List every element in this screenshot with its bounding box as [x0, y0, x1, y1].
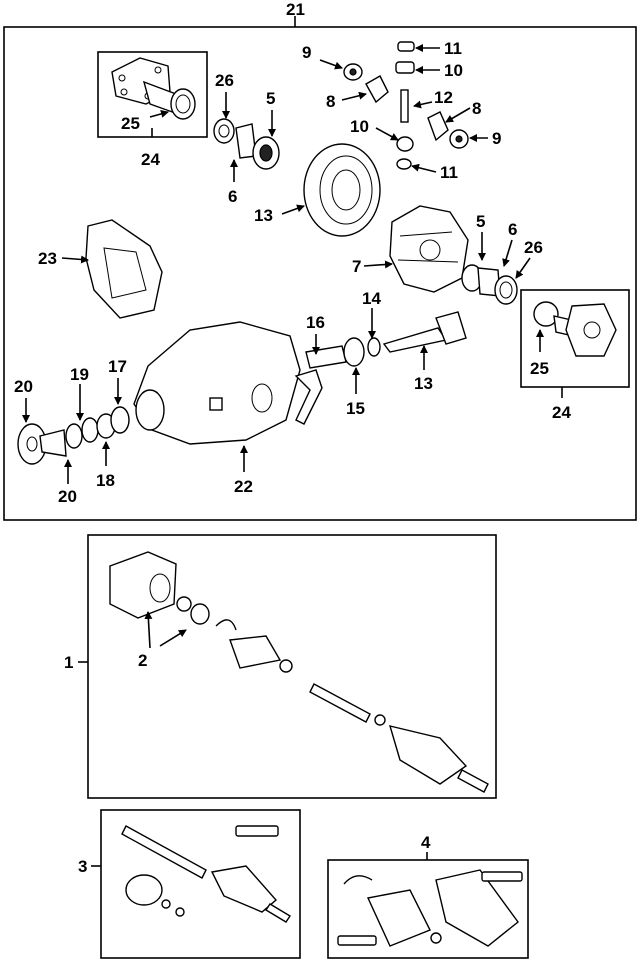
- callout-16: 16: [306, 313, 325, 332]
- differential-assembly-frame: [3, 26, 637, 521]
- callout-18: 18: [96, 471, 115, 490]
- callout-20-upper: 20: [14, 377, 33, 396]
- callout-15: 15: [346, 399, 365, 418]
- callout-11-upper: 11: [444, 39, 462, 58]
- carrier-cover: [85, 219, 163, 319]
- differential-case: [389, 205, 469, 293]
- callout-13-pinion: 13: [414, 374, 433, 393]
- carrier-housing: [133, 321, 301, 445]
- callout-8-left: 8: [326, 92, 335, 111]
- callout-24-left: 24: [141, 150, 160, 169]
- callout-20-lower: 20: [58, 487, 77, 506]
- callout-14: 14: [362, 289, 381, 308]
- ring-gear: [303, 143, 381, 237]
- axle-shaft-kit: [121, 825, 291, 923]
- drive-pinion-parts: [294, 311, 467, 425]
- callout-labels: 21 24 25 26 5 6 9 8 11 10 12 8 10 9 11 1…: [14, 0, 571, 876]
- callout-5-upper: 5: [266, 89, 275, 108]
- flange-inset-frame-right: [520, 289, 630, 388]
- callout-11-lower: 11: [440, 163, 458, 182]
- side-bearing-upper: [213, 118, 280, 170]
- callout-8-right: 8: [472, 99, 481, 118]
- callout-25-right: 25: [530, 359, 549, 378]
- boot-kit-frame: [327, 859, 529, 959]
- callout-13-ring-gear: 13: [254, 206, 273, 225]
- side-bearing-lower: [461, 264, 518, 305]
- pinion-flange-and-seals: [17, 406, 130, 465]
- callout-7: 7: [352, 257, 361, 276]
- callout-25-left: 25: [121, 114, 140, 133]
- callout-24-right: 24: [552, 403, 571, 422]
- callout-19: 19: [70, 365, 89, 384]
- leader-lines: [22, 16, 563, 867]
- callout-9-upper: 9: [302, 43, 311, 62]
- companion-flange-left: [111, 57, 196, 120]
- callout-22: 22: [234, 477, 253, 496]
- rear-axle-shaft-assembly: [109, 551, 489, 793]
- differential-pinion-gears: [343, 41, 469, 170]
- callout-4: 4: [421, 833, 431, 852]
- boot-kit: [337, 869, 523, 947]
- callout-12: 12: [434, 88, 453, 107]
- callout-6-upper: 6: [228, 187, 237, 206]
- callout-5-lower: 5: [476, 212, 485, 231]
- callout-10-upper: 10: [444, 61, 463, 80]
- callout-10-lower: 10: [350, 117, 369, 136]
- axle-shaft-assembly-frame: [87, 534, 497, 799]
- axle-shaft-kit-frame: [100, 809, 301, 959]
- callout-26-lower: 26: [524, 238, 543, 257]
- callout-21: 21: [286, 0, 305, 19]
- callout-17: 17: [108, 357, 127, 376]
- callout-6-lower: 6: [508, 220, 517, 239]
- companion-flange-right: [533, 301, 617, 357]
- callout-9-lower: 9: [492, 129, 501, 148]
- callout-23: 23: [38, 249, 57, 268]
- callout-26-upper: 26: [215, 71, 234, 90]
- callout-1: 1: [64, 653, 73, 672]
- callout-2: 2: [138, 651, 147, 670]
- callout-3: 3: [78, 857, 87, 876]
